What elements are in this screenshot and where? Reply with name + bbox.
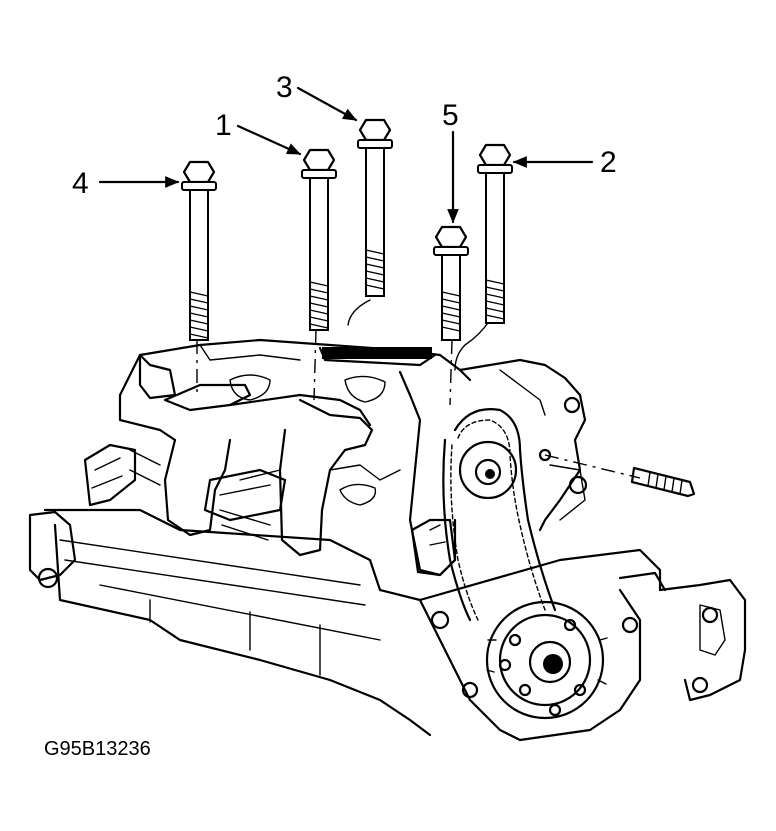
arrow-1 xyxy=(236,124,302,156)
bolt-1 xyxy=(301,148,337,331)
bolt-5 xyxy=(433,225,469,341)
engine-block xyxy=(28,443,747,742)
figure-id-label: G95B13236 xyxy=(44,738,151,760)
cylinder-head xyxy=(118,338,588,577)
callout-labels: 4 1 3 5 2 xyxy=(72,71,617,200)
callout-label-3: 3 xyxy=(276,71,293,104)
bolt-3 xyxy=(357,118,393,297)
stud-bolt xyxy=(630,466,696,498)
callout-arrows xyxy=(98,86,594,224)
callout-label-4: 4 xyxy=(72,167,89,200)
callout-label-2: 2 xyxy=(600,146,617,179)
callout-label-5: 5 xyxy=(442,99,459,132)
bolt-2 xyxy=(477,143,513,324)
callout-label-1: 1 xyxy=(215,109,232,142)
timing-chain xyxy=(442,408,557,622)
bolt-4 xyxy=(181,160,217,341)
arrow-3 xyxy=(296,86,358,122)
bolt-axis-lines xyxy=(196,299,641,479)
